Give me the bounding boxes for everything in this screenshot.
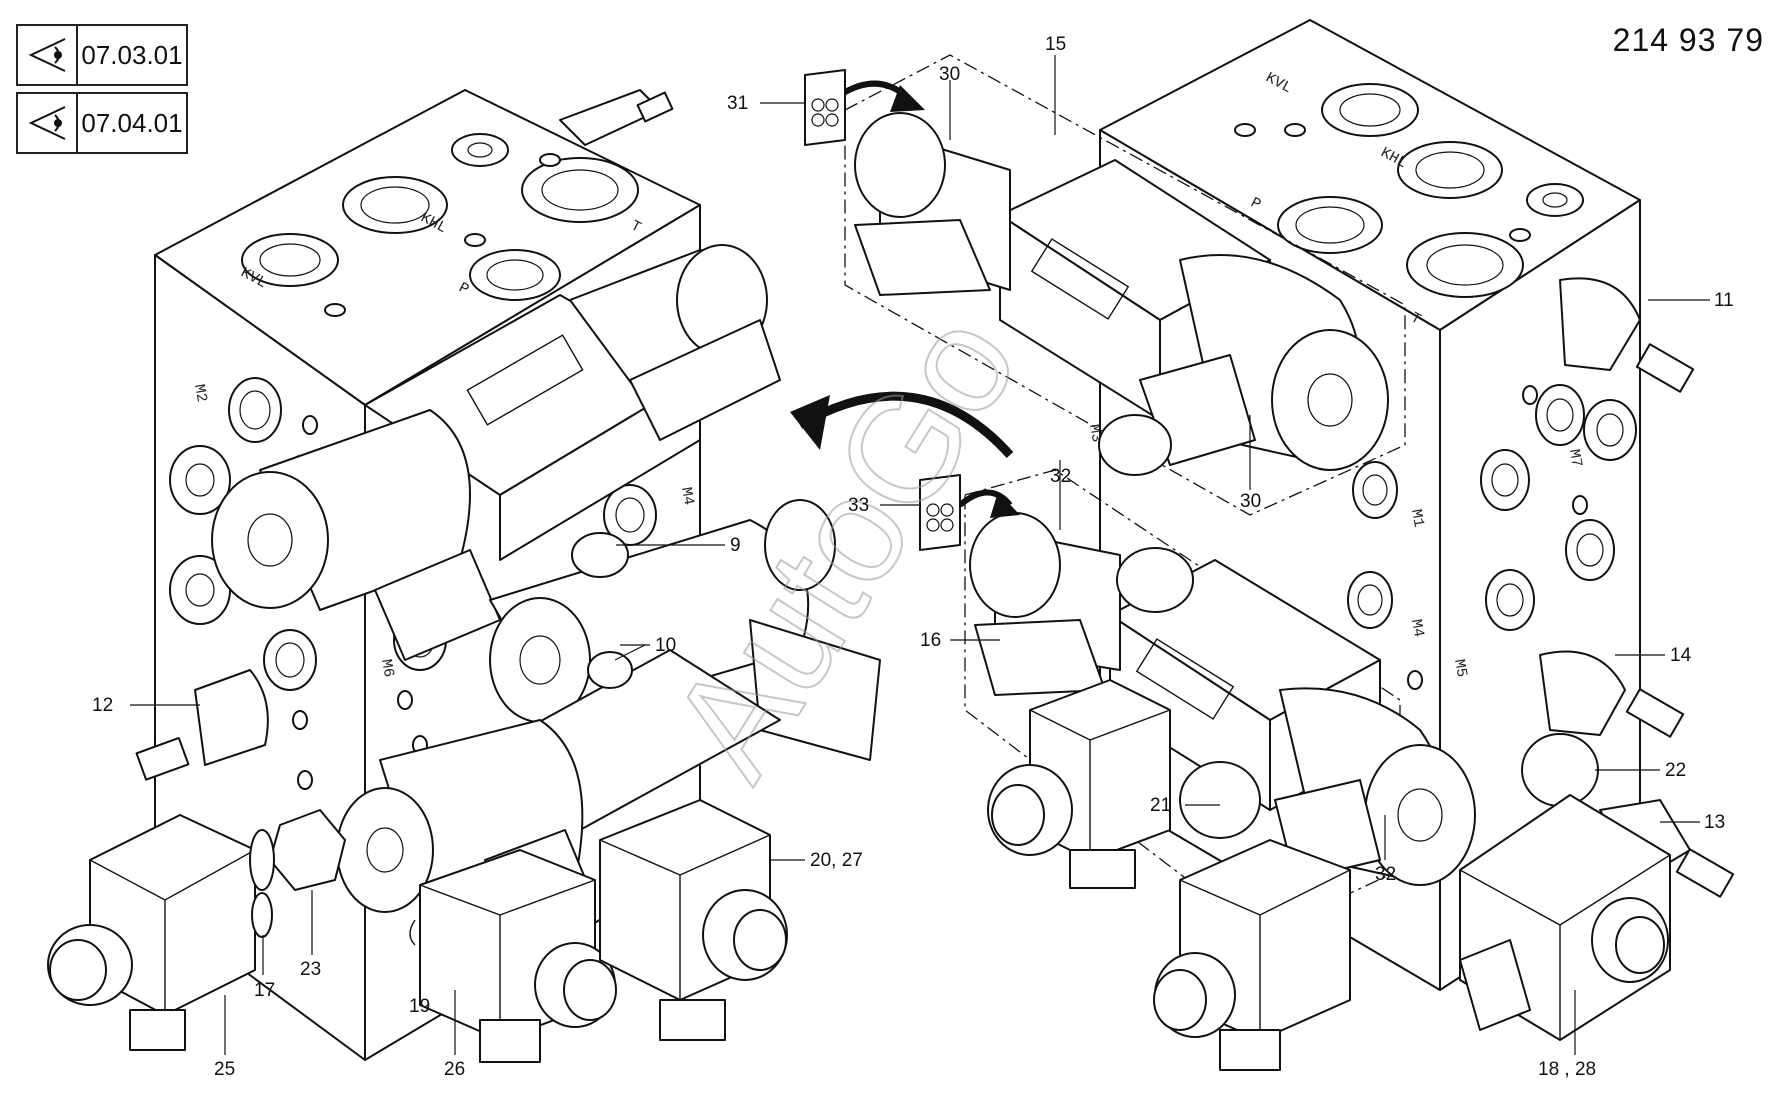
callout-12: 12 (92, 695, 113, 716)
transfer-arrow-left (797, 391, 1014, 459)
callout-14: 14 (1670, 645, 1692, 666)
seal-kit-31 (804, 69, 846, 146)
callout-26: 26 (444, 1059, 465, 1080)
eye-view-icon (18, 26, 78, 84)
pressure-switch-11 (1559, 277, 1641, 371)
seal-19 (409, 919, 416, 946)
callout-19: 19 (409, 996, 430, 1017)
port-label-m7: M7 (1565, 448, 1585, 469)
left-connector-plug-upper (374, 549, 501, 661)
callout-18-28: 18 , 28 (1538, 1059, 1596, 1080)
reference-box-1[interactable]: 07.03.01 (16, 24, 188, 86)
drawing-number: 214 93 79 (1612, 22, 1764, 58)
reference-code: 07.03.01 (81, 39, 183, 70)
callout-22: 22 (1665, 760, 1686, 781)
callout-16: 16 (920, 630, 941, 651)
port-label-m4: M4 (1407, 618, 1427, 639)
pressure-switch-9 (571, 532, 629, 578)
plug-21 (1179, 761, 1261, 839)
callout-11: 11 (1714, 290, 1734, 311)
pressure-switch-10 (587, 651, 633, 689)
callout-33: 33 (848, 495, 869, 516)
callout-30: 30 (939, 64, 960, 85)
port-label-m5: M5 (1450, 658, 1470, 679)
port-label-m6: M6 (377, 658, 397, 679)
port-label-m1: M1 (1407, 508, 1427, 529)
callout-23: 23 (300, 959, 321, 980)
leader-lines (130, 55, 1710, 1055)
seal-kit-33 (919, 474, 961, 551)
callouts: 9 10 11 12 13 14 15 16 17 19 20, 27 21 2… (92, 34, 1734, 1080)
callout-15: 15 (1045, 34, 1066, 55)
port-label-m2: M2 (190, 383, 210, 404)
callout-10: 10 (655, 635, 676, 656)
callout-9: 9 (730, 535, 741, 556)
plug-22 (1521, 733, 1599, 807)
valve-assembly-15-outline (844, 54, 1406, 516)
left-connector-plug-middle (749, 619, 881, 761)
port-label-m4: M4 (677, 486, 697, 507)
callout-17: 17 (254, 980, 275, 1001)
callout-25: 25 (214, 1059, 235, 1080)
callout-13: 13 (1704, 812, 1725, 833)
callout-32: 32 (1050, 466, 1071, 487)
reference-box-2[interactable]: 07.04.01 (16, 92, 188, 154)
left-valve-block: KVL KHL P T M2 M4 M6 (47, 89, 881, 1063)
reference-code: 07.04.01 (81, 107, 183, 138)
callout-30: 30 (1240, 491, 1261, 512)
callout-31: 31 (727, 93, 748, 114)
callout-32: 32 (1375, 864, 1396, 885)
pressure-switch-12 (194, 669, 269, 766)
callout-21: 21 (1150, 795, 1171, 816)
pressure-switch-14 (1539, 650, 1626, 736)
seal-17 (251, 892, 273, 938)
right-valve-block: KVL KHL P T M1 M3 M4 M5 M7 (844, 19, 1735, 1071)
eye-view-icon (18, 94, 78, 152)
callout-20-27: 20, 27 (810, 850, 863, 871)
